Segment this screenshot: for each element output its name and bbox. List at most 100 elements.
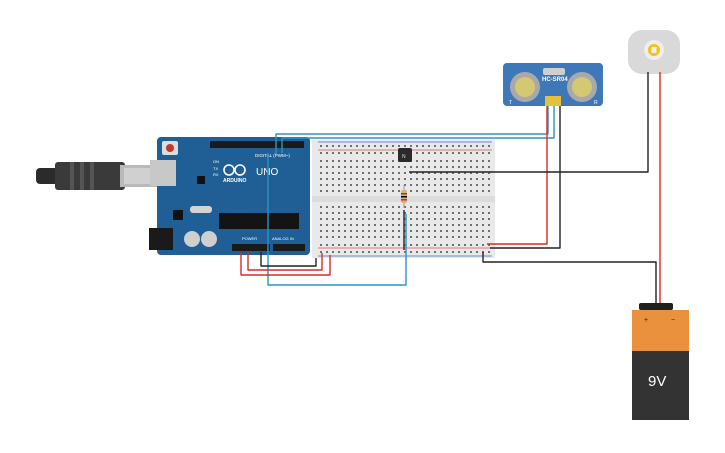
breadboard-hole[interactable] [446, 224, 448, 226]
breadboard-hole[interactable] [410, 190, 412, 192]
breadboard-hole[interactable] [434, 160, 436, 162]
breadboard-hole[interactable] [326, 145, 328, 147]
breadboard-hole[interactable] [458, 224, 460, 226]
breadboard-hole[interactable] [470, 160, 472, 162]
breadboard-hole[interactable] [362, 145, 364, 147]
power-header[interactable] [232, 244, 270, 251]
breadboard-hole[interactable] [332, 160, 334, 162]
breadboard-hole[interactable] [410, 206, 412, 208]
breadboard-hole[interactable] [428, 166, 430, 168]
breadboard-hole[interactable] [338, 178, 340, 180]
breadboard-hole[interactable] [470, 212, 472, 214]
breadboard-hole[interactable] [452, 160, 454, 162]
breadboard-hole[interactable] [380, 236, 382, 238]
breadboard-hole[interactable] [464, 160, 466, 162]
breadboard-hole[interactable] [392, 178, 394, 180]
breadboard-hole[interactable] [476, 206, 478, 208]
breadboard-hole[interactable] [464, 244, 466, 246]
breadboard-hole[interactable] [452, 218, 454, 220]
breadboard-hole[interactable] [368, 236, 370, 238]
arduino-uno-board[interactable]: DIGITAL (PWM~) ON TX RX ARDUINO UNO POWE… [149, 137, 310, 255]
breadboard-hole[interactable] [458, 206, 460, 208]
breadboard-hole[interactable] [452, 244, 454, 246]
ultrasonic-sensor[interactable]: HC-SR04 T R [503, 63, 603, 106]
breadboard-hole[interactable] [386, 218, 388, 220]
breadboard-hole[interactable] [464, 224, 466, 226]
breadboard-hole[interactable] [344, 236, 346, 238]
breadboard-hole[interactable] [386, 190, 388, 192]
breadboard-hole[interactable] [356, 244, 358, 246]
breadboard-hole[interactable] [368, 224, 370, 226]
breadboard-hole[interactable] [344, 160, 346, 162]
breadboard-hole[interactable] [464, 218, 466, 220]
breadboard-hole[interactable] [446, 145, 448, 147]
breadboard-hole[interactable] [410, 251, 412, 253]
breadboard-hole[interactable] [380, 230, 382, 232]
breadboard-hole[interactable] [488, 145, 490, 147]
breadboard-hole[interactable] [482, 184, 484, 186]
breadboard-hole[interactable] [374, 172, 376, 174]
breadboard-hole[interactable] [326, 236, 328, 238]
breadboard-hole[interactable] [320, 190, 322, 192]
breadboard-hole[interactable] [386, 145, 388, 147]
breadboard-hole[interactable] [380, 184, 382, 186]
breadboard-hole[interactable] [416, 152, 418, 154]
breadboard-hole[interactable] [344, 230, 346, 232]
breadboard-hole[interactable] [320, 206, 322, 208]
breadboard-hole[interactable] [356, 224, 358, 226]
breadboard-hole[interactable] [332, 166, 334, 168]
breadboard-hole[interactable] [476, 152, 478, 154]
breadboard-hole[interactable] [404, 184, 406, 186]
breadboard-hole[interactable] [332, 244, 334, 246]
breadboard-hole[interactable] [320, 236, 322, 238]
breadboard-hole[interactable] [464, 206, 466, 208]
breadboard-hole[interactable] [434, 251, 436, 253]
breadboard-hole[interactable] [374, 230, 376, 232]
breadboard-hole[interactable] [392, 212, 394, 214]
breadboard-hole[interactable] [404, 251, 406, 253]
breadboard-hole[interactable] [404, 212, 406, 214]
analog-header[interactable] [273, 244, 305, 251]
breadboard-hole[interactable] [338, 172, 340, 174]
breadboard-hole[interactable] [404, 206, 406, 208]
breadboard-hole[interactable] [374, 236, 376, 238]
breadboard-hole[interactable] [380, 145, 382, 147]
breadboard-hole[interactable] [386, 230, 388, 232]
breadboard-hole[interactable] [434, 236, 436, 238]
breadboard-hole[interactable] [464, 190, 466, 192]
breadboard-hole[interactable] [446, 152, 448, 154]
breadboard-hole[interactable] [380, 251, 382, 253]
breadboard-hole[interactable] [476, 184, 478, 186]
breadboard-hole[interactable] [422, 212, 424, 214]
breadboard-hole[interactable] [380, 166, 382, 168]
breadboard-hole[interactable] [392, 145, 394, 147]
breadboard-hole[interactable] [392, 184, 394, 186]
breadboard-hole[interactable] [368, 244, 370, 246]
breadboard-hole[interactable] [386, 212, 388, 214]
breadboard-hole[interactable] [434, 212, 436, 214]
breadboard-hole[interactable] [476, 244, 478, 246]
breadboard-hole[interactable] [470, 190, 472, 192]
breadboard-hole[interactable] [368, 212, 370, 214]
breadboard-hole[interactable] [404, 145, 406, 147]
breadboard-hole[interactable] [410, 184, 412, 186]
breadboard-hole[interactable] [410, 145, 412, 147]
breadboard-hole[interactable] [470, 166, 472, 168]
breadboard-hole[interactable] [338, 218, 340, 220]
breadboard-hole[interactable] [482, 230, 484, 232]
breadboard-hole[interactable] [464, 230, 466, 232]
breadboard-hole[interactable] [446, 190, 448, 192]
breadboard-hole[interactable] [410, 224, 412, 226]
breadboard-hole[interactable] [368, 160, 370, 162]
breadboard-hole[interactable] [452, 152, 454, 154]
breadboard-hole[interactable] [482, 244, 484, 246]
breadboard-hole[interactable] [428, 160, 430, 162]
breadboard-hole[interactable] [452, 145, 454, 147]
breadboard-hole[interactable] [350, 212, 352, 214]
breadboard-hole[interactable] [338, 166, 340, 168]
breadboard-hole[interactable] [392, 160, 394, 162]
breadboard-hole[interactable] [470, 236, 472, 238]
breadboard-hole[interactable] [440, 160, 442, 162]
breadboard-hole[interactable] [392, 206, 394, 208]
breadboard-hole[interactable] [362, 190, 364, 192]
